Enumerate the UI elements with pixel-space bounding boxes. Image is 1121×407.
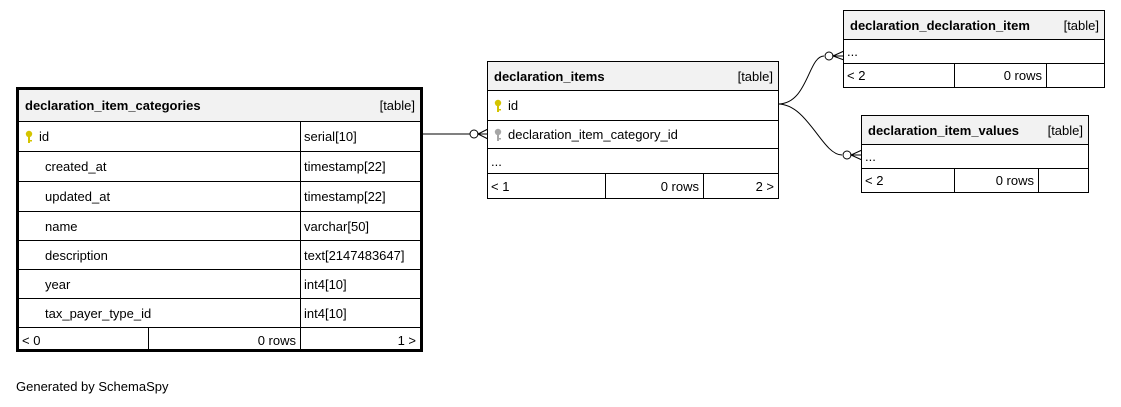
parents-count[interactable]: < 2 [865, 173, 884, 188]
column-name: name [45, 218, 78, 234]
column-row[interactable]: year int4[10] [19, 270, 420, 299]
table-declaration-item-values[interactable]: declaration_item_values [table] ... < 2 … [861, 115, 1089, 193]
more-columns-row[interactable]: ... [844, 40, 1104, 64]
column-row[interactable]: declaration_item_category_id [488, 121, 778, 149]
table-kind: [table] [1063, 17, 1099, 33]
children-count[interactable]: 2 > [755, 178, 774, 194]
parents-count[interactable]: < 1 [491, 178, 510, 194]
children-count[interactable]: 1 > [397, 332, 416, 348]
more-indicator: ... [847, 44, 858, 59]
crow-foot [831, 50, 845, 61]
column-name: updated_at [45, 189, 111, 204]
row-count: 0 rows [1003, 68, 1042, 83]
column-name: declaration_item_category_id [508, 127, 678, 142]
column-type: varchar[50] [304, 218, 370, 234]
column-name: id [508, 98, 519, 113]
more-indicator: ... [865, 149, 876, 164]
table-declaration-items[interactable]: declaration_items [table] id declaration… [487, 61, 779, 199]
column-row[interactable]: tax_payer_type_id int4[10] [19, 299, 420, 328]
column-type: int4[10] [304, 305, 347, 321]
row-count: 0 rows [660, 178, 699, 194]
column-name: id [39, 129, 50, 144]
optional-circle [469, 129, 479, 139]
relationship-line-declaration-item [777, 55, 825, 105]
table-footer: < 2 0 rows [862, 169, 1088, 192]
column-name: year [45, 276, 71, 292]
primary-key-icon [19, 130, 39, 144]
table-header: declaration_items [table] [488, 62, 778, 91]
table-name: declaration_item_categories [25, 98, 201, 113]
row-count: 0 rows [995, 173, 1034, 188]
column-name: description [45, 247, 108, 263]
table-declaration-declaration-item[interactable]: declaration_declaration_item [table] ...… [843, 10, 1105, 88]
more-columns-row[interactable]: ... [488, 149, 778, 174]
foreign-key-icon [488, 128, 508, 142]
table-name: declaration_declaration_item [850, 17, 1030, 33]
crow-foot [849, 149, 863, 161]
table-header: declaration_declaration_item [table] [844, 11, 1104, 40]
table-footer: < 1 0 rows 2 > [488, 174, 778, 198]
column-row[interactable]: created_at timestamp[22] [19, 152, 420, 182]
table-kind: [table] [379, 98, 415, 113]
table-header: declaration_item_values [table] [862, 116, 1088, 145]
relationship-line-item-values [777, 103, 843, 156]
table-declaration-item-categories[interactable]: declaration_item_categories [table] id s… [16, 87, 423, 352]
row-count: 0 rows [257, 332, 296, 348]
column-type: text[2147483647] [304, 247, 405, 263]
table-header: declaration_item_categories [table] [19, 90, 420, 122]
parents-count[interactable]: < 0 [22, 332, 41, 348]
table-kind: [table] [1047, 122, 1083, 138]
crow-foot [476, 128, 489, 140]
column-name: tax_payer_type_id [45, 305, 152, 321]
primary-key-icon [488, 99, 508, 113]
more-indicator: ... [491, 153, 502, 169]
column-row[interactable]: id serial[10] [19, 122, 420, 152]
column-row[interactable]: description text[2147483647] [19, 241, 420, 270]
generated-by-label: Generated by SchemaSpy [16, 379, 169, 394]
column-type: timestamp[22] [304, 159, 386, 174]
table-footer: < 0 0 rows 1 > [19, 328, 420, 352]
column-row[interactable]: name varchar[50] [19, 212, 420, 241]
more-columns-row[interactable]: ... [862, 145, 1088, 169]
column-type: timestamp[22] [304, 189, 386, 204]
column-type: int4[10] [304, 276, 347, 292]
column-type: serial[10] [304, 129, 357, 144]
table-name: declaration_item_values [868, 122, 1020, 138]
table-footer: < 2 0 rows [844, 64, 1104, 87]
parents-count[interactable]: < 2 [847, 68, 866, 83]
column-name: created_at [45, 159, 107, 174]
column-row[interactable]: updated_at timestamp[22] [19, 182, 420, 212]
table-kind: [table] [737, 68, 773, 84]
table-name: declaration_items [494, 68, 605, 84]
column-row[interactable]: id [488, 91, 778, 121]
